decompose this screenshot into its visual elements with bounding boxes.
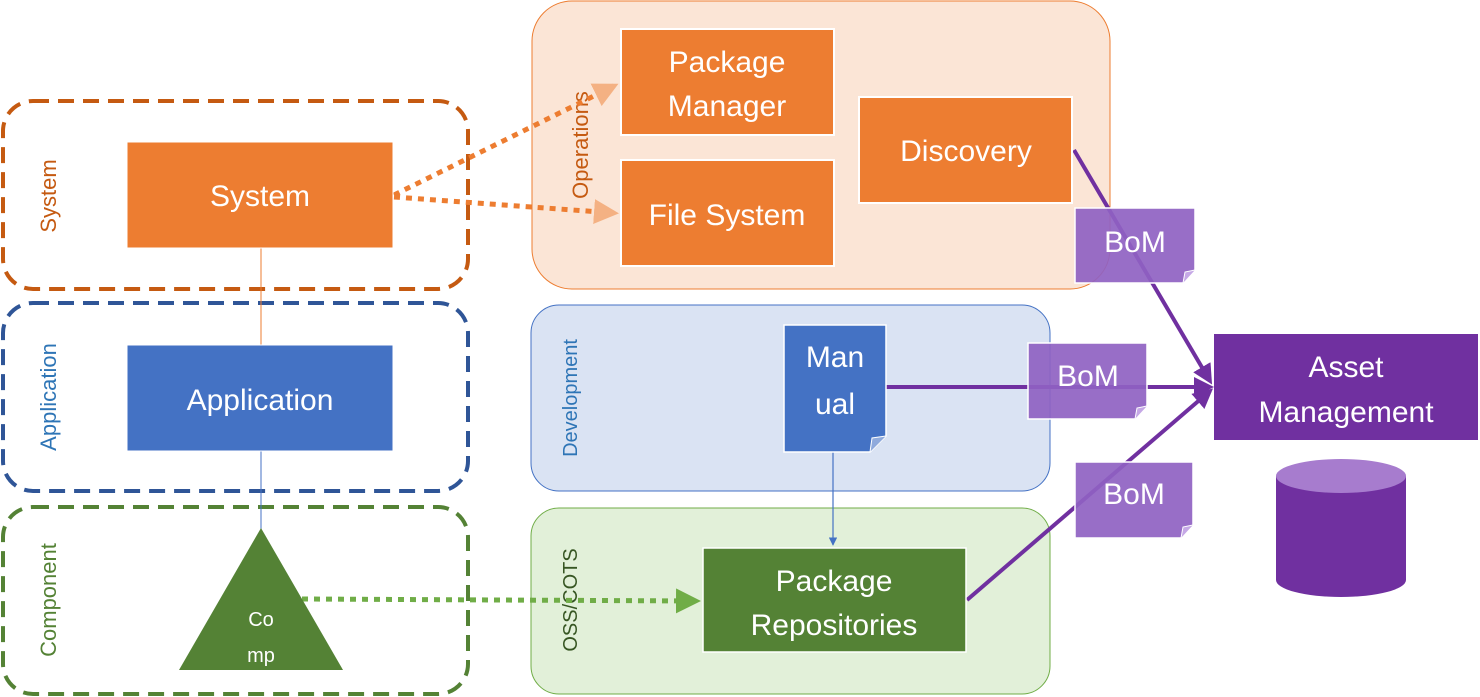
bom-oss-label: BoM	[1103, 478, 1165, 511]
package-repositories-label-line2: Repositories	[751, 609, 918, 642]
package-manager-label-line1: Package	[669, 46, 786, 79]
file-system-label: File System	[649, 199, 806, 232]
component-label-line1: Co	[248, 609, 274, 631]
system-zone	[1, 99, 470, 291]
manual-label-line1: Man	[806, 341, 864, 374]
asset-management-label-line2: Management	[1258, 396, 1434, 429]
bom-oss-fold-corner	[1180, 524, 1194, 539]
component-zone-label: Component	[36, 543, 61, 657]
component-to-package-repositories-arrow	[301, 588, 701, 614]
application-zone-label: Application	[36, 343, 61, 451]
database-icon	[1276, 459, 1406, 597]
system-node[interactable]	[126, 141, 394, 249]
system-zone-label: System	[36, 159, 61, 232]
package-repositories-node[interactable]	[702, 547, 967, 653]
component-node[interactable]	[179, 528, 343, 670]
component-zone	[1, 505, 470, 696]
asset-management-label-line1: Asset	[1308, 351, 1384, 384]
package-manager-label-line2: Manager	[668, 90, 786, 123]
system-to-file-system-arrow	[393, 194, 619, 225]
bom-operations-fold-corner	[1182, 269, 1196, 284]
manual-label-line2: ual	[815, 388, 855, 421]
package-repositories-label-line1: Package	[776, 565, 893, 598]
operations-zone-label: Operations	[568, 91, 593, 199]
discovery-node[interactable]	[858, 96, 1073, 204]
asset-management-node[interactable]	[1214, 334, 1478, 440]
component-label-line2: mp	[247, 645, 275, 667]
development-zone-label: Development	[560, 339, 582, 457]
application-zone	[1, 301, 470, 493]
application-node-label: Application	[187, 384, 334, 417]
bom-operations-label: BoM	[1104, 226, 1166, 259]
system-node-label: System	[210, 180, 310, 213]
bom-development-fold-corner	[1134, 405, 1148, 420]
application-node[interactable]	[126, 344, 394, 452]
bom-development-label: BoM	[1057, 360, 1119, 393]
manual-fold-corner	[869, 435, 887, 453]
discovery-label: Discovery	[900, 135, 1032, 168]
package-manager-node[interactable]	[620, 28, 835, 136]
file-system-node[interactable]	[620, 159, 835, 267]
system-to-package-manager-arrow	[392, 83, 619, 198]
